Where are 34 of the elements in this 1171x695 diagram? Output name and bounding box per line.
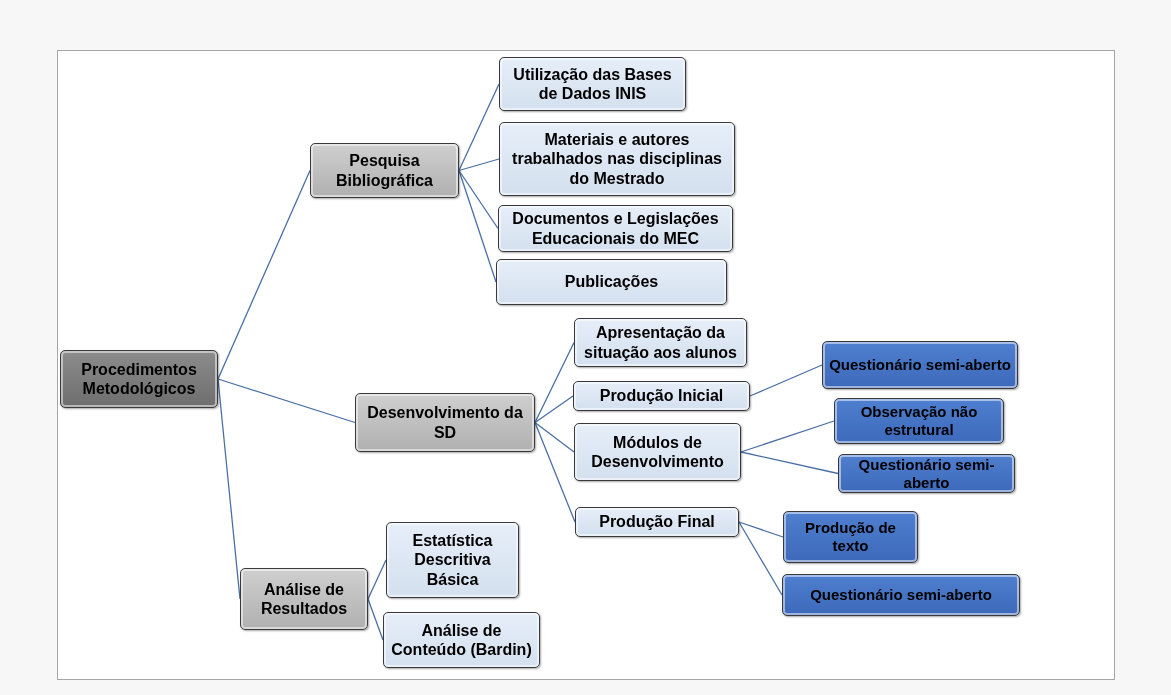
- topic-box: Análise de Conteúdo (Bardin): [383, 612, 540, 668]
- connector-line: [738, 521, 784, 538]
- connector-line: [738, 521, 783, 596]
- connector-line: [217, 378, 356, 424]
- instrument-box: Questionário semi-aberto: [822, 341, 1018, 389]
- connector-line: [534, 395, 574, 424]
- topic-box: Produção Final: [575, 507, 739, 537]
- instrument-box: Produção de texto: [783, 511, 918, 563]
- connector-line: [458, 158, 500, 172]
- connector-line: [534, 421, 576, 523]
- connector-line: [534, 341, 575, 424]
- topic-box: Materiais e autores trabalhados nas disciplinas do Mestrado: [499, 122, 735, 196]
- topic-box: Utilização das Bases de Dados INIS: [499, 57, 686, 111]
- topic-box: Documentos e Legislações Educacionais do MEC: [498, 205, 733, 252]
- instrument-box: Observação não estrutural: [834, 398, 1004, 444]
- topic-box: Publicações: [496, 259, 727, 305]
- instrument-box: Questionário semi-aberto: [838, 454, 1015, 493]
- connector-line: [458, 169, 497, 283]
- connector-line: [534, 421, 575, 453]
- topic-box: Apresentação da situação aos alunos: [574, 318, 747, 367]
- instrument-box: Questionário semi-aberto: [782, 574, 1020, 616]
- topic-box: Estatística Descritiva Básica: [386, 522, 519, 598]
- category-box: Pesquisa Bibliográfica: [310, 143, 459, 198]
- category-box: Desenvolvimento da SD: [355, 393, 535, 452]
- connector-line: [740, 420, 835, 453]
- topic-box: Produção Inicial: [573, 381, 750, 411]
- connector-line: [740, 451, 839, 475]
- connector-line: [217, 169, 311, 380]
- category-box: Análise de Resultados: [240, 568, 368, 630]
- connector-line: [458, 83, 500, 172]
- root-box: Procedimentos Metodológicos: [60, 350, 218, 408]
- topic-box: Módulos de Desenvolvimento: [574, 423, 741, 481]
- connector-line: [458, 169, 499, 230]
- connector-line: [749, 364, 823, 397]
